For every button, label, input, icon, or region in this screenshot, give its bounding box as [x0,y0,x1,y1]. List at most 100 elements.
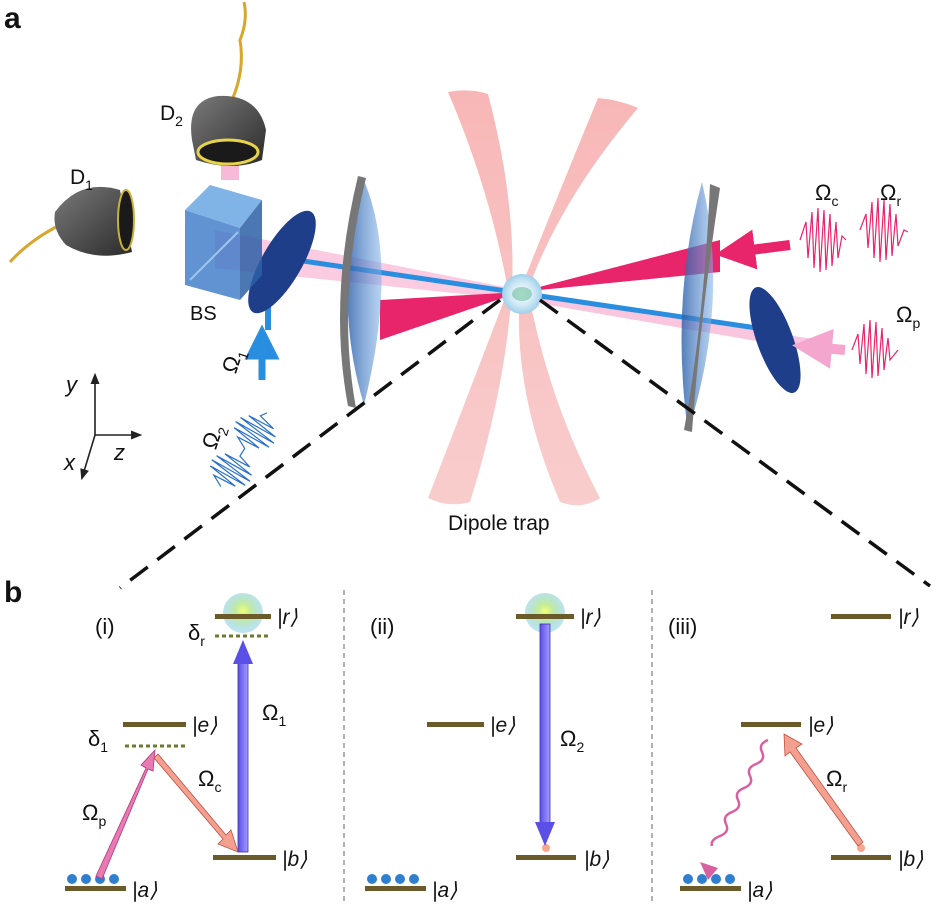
arrow-omega-1-shaft [237,661,249,853]
atom-cloud-core [512,287,532,301]
delta-r-label: δr [188,620,205,649]
pulse-omega-p [851,319,899,379]
blue-beam-right [519,290,771,333]
pink-beam-right [520,295,820,352]
zoom-line-right [538,298,932,588]
d1-label: D1 [70,166,93,193]
d1-aperture [117,189,135,251]
level-a-ii [365,886,426,891]
panel-a-label: a [4,2,21,35]
level-r-ii [516,614,574,619]
dipole-beam-right [518,98,638,506]
ket-b-i: |b⟩ [282,848,307,871]
rydberg-blob-i [223,593,263,633]
left-lens-mount [340,176,366,408]
omega-r-transition: Ωr [826,766,847,795]
atom-b-ii [542,844,550,852]
ket-e-iii: |e⟩ [808,714,833,737]
coordinate-axes [80,372,143,481]
ket-a-i: |a⟩ [132,879,157,902]
detector-d2 [191,1,266,166]
level-b-i [213,855,276,860]
wavy-emission-arrow [710,738,769,847]
bs-cube-front [185,210,240,300]
subpanel-i: (i) |r⟩ δr |e⟩ δ1 |b⟩ |a⟩ Ω1 [65,593,307,902]
right-lens-assembly [681,182,801,432]
ket-a-iii: |a⟩ [747,879,772,902]
omega-1-label: Ω1 [217,345,252,377]
bs-diagonal [189,231,239,281]
left-waveplate [248,210,316,314]
blue-beam-left [282,255,521,296]
arrow-omega-2-head [535,822,555,846]
arrow-omega-1-head [233,640,253,664]
arrow-probe-in [792,328,846,369]
sub-i-label: (i) [95,614,115,639]
beam-splitter [185,185,262,300]
level-r-iii [831,614,891,619]
beam-paths [215,150,820,380]
detector-d1 [8,186,135,264]
level-e-iii [741,722,801,727]
level-b-iii [831,855,891,860]
omega-2-transition: Ω2 [560,726,584,755]
atoms-a-ii [367,874,419,884]
arrow-omega-2-shaft [539,623,551,825]
ket-b-ii: |b⟩ [584,848,609,871]
right-lens-mount [684,184,720,432]
level-a-i [65,886,126,891]
dipole-trap-label: Dipole trap [448,512,550,535]
pulse-omega-1-2 [209,412,276,487]
arrow-omega-r [783,733,864,847]
d2-label: D2 [160,102,183,129]
subpanel-ii: (ii) |r⟩ |e⟩ |b⟩ |a⟩ Ω2 [365,593,609,902]
ket-e-ii: |e⟩ [490,714,515,737]
level-a-iii [680,886,741,891]
bs-label: BS [190,303,217,325]
omega-c-label: Ωc [815,180,838,209]
omega-c-transition: Ωc [198,766,221,795]
dipole-trap-beams [428,90,638,506]
pulse-omega-c [799,207,847,273]
bs-cube-side [240,200,262,300]
axis-x-label: x [63,450,76,475]
red-control-beam [380,292,520,340]
zoom-line-left [118,298,502,590]
ket-r-ii: |r⟩ [580,606,601,629]
sub-ii-label: (ii) [370,614,394,639]
ket-b-iii: |b⟩ [898,848,923,871]
omega-p-label: Ωp [896,302,920,331]
d2-aperture [196,138,260,166]
rydberg-blob-ii [525,593,565,633]
ket-a-ii: |a⟩ [432,879,457,902]
panel-b-label: b [4,576,22,609]
level-r-i [215,614,271,619]
omega-2-label: Ω2 [197,421,232,453]
ket-e-i: |e⟩ [192,714,217,737]
subpanel-iii: (iii) |r⟩ |e⟩ |b⟩ |a⟩ Ωr [668,606,923,902]
d2-fiber [230,1,247,101]
ket-r-iii: |r⟩ [898,606,919,629]
axis-z-label: z [113,440,125,465]
delta-1-label: δ1 [88,726,108,755]
sub-iii-label: (iii) [668,614,697,639]
left-lens-body [347,176,382,405]
bs-cube-top [185,185,262,228]
omega-r-label: Ωr [880,180,901,209]
arrow-omega-c [153,753,239,853]
omega-p-transition: Ωp [82,800,106,829]
level-e-ii [427,722,484,727]
level-b-ii [516,855,576,860]
level-e-i [123,722,186,727]
atoms-a-iii [683,874,735,884]
omega-1-transition: Ω1 [262,700,286,729]
atom-b-iii [857,844,865,852]
right-lens-body [681,182,714,432]
wavy-emission-head [700,862,718,880]
red-beam-right [520,240,720,292]
atoms-a-i [67,874,119,884]
arrow-control-in [715,229,791,270]
pulse-omega-r [859,197,909,263]
arrow-omega-p [95,748,156,880]
